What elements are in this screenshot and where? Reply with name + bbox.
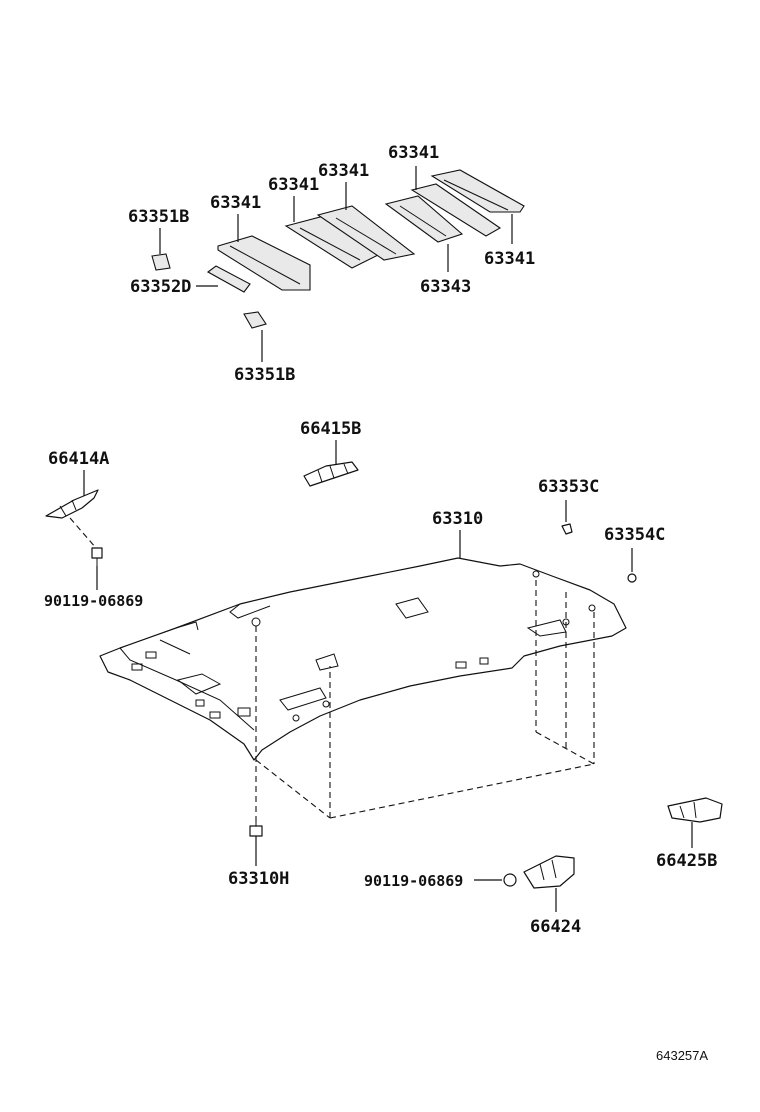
label-63353c: 63353C xyxy=(538,477,599,497)
label-63310: 63310 xyxy=(432,509,483,529)
absorber-pads-group xyxy=(151,169,525,329)
absorber-pad-3[interactable] xyxy=(316,205,416,261)
bracket-66425b[interactable] xyxy=(667,797,723,823)
label-63343: 63343 xyxy=(420,277,471,297)
strip-pad[interactable] xyxy=(206,265,251,293)
bracket-66424[interactable] xyxy=(523,855,575,889)
label-63341-c: 63341 xyxy=(268,175,319,195)
spacer-pad-top[interactable] xyxy=(151,253,171,271)
label-63354c: 63354C xyxy=(604,525,665,545)
clip-63310h[interactable] xyxy=(249,818,263,837)
label-90119-left: 90119-06869 xyxy=(44,592,143,610)
label-66425b: 66425B xyxy=(656,851,717,871)
clip-66415b[interactable] xyxy=(303,461,359,487)
absorber-pad-4[interactable] xyxy=(384,195,464,243)
label-63352d: 63352D xyxy=(130,277,191,297)
fastener-63354c[interactable] xyxy=(627,573,637,583)
headliner-panel[interactable] xyxy=(99,557,627,761)
label-66415b: 66415B xyxy=(300,419,361,439)
fastener-63353c[interactable] xyxy=(561,523,573,535)
projection-lines xyxy=(255,580,595,826)
label-63341-d: 63341 xyxy=(210,193,261,213)
label-66414a: 66414A xyxy=(48,449,109,469)
label-63341-a: 63341 xyxy=(388,143,439,163)
label-63351b-bottom: 63351B xyxy=(234,365,295,385)
screw-bottom[interactable] xyxy=(503,873,517,887)
label-63351b-top: 63351B xyxy=(128,207,189,227)
spacer-pad-bottom[interactable] xyxy=(243,311,267,329)
label-63341-b: 63341 xyxy=(318,161,369,181)
label-63310h: 63310H xyxy=(228,869,289,889)
label-66424: 66424 xyxy=(530,917,581,937)
bracket-66414a[interactable] xyxy=(45,489,99,519)
label-63341-e: 63341 xyxy=(484,249,535,269)
absorber-pad-5[interactable] xyxy=(410,183,502,237)
label-90119-bottom: 90119-06869 xyxy=(364,872,463,890)
absorber-pad-6[interactable] xyxy=(430,169,525,213)
screw-left[interactable] xyxy=(91,547,103,566)
figure-reference: 643257A xyxy=(656,1048,708,1063)
